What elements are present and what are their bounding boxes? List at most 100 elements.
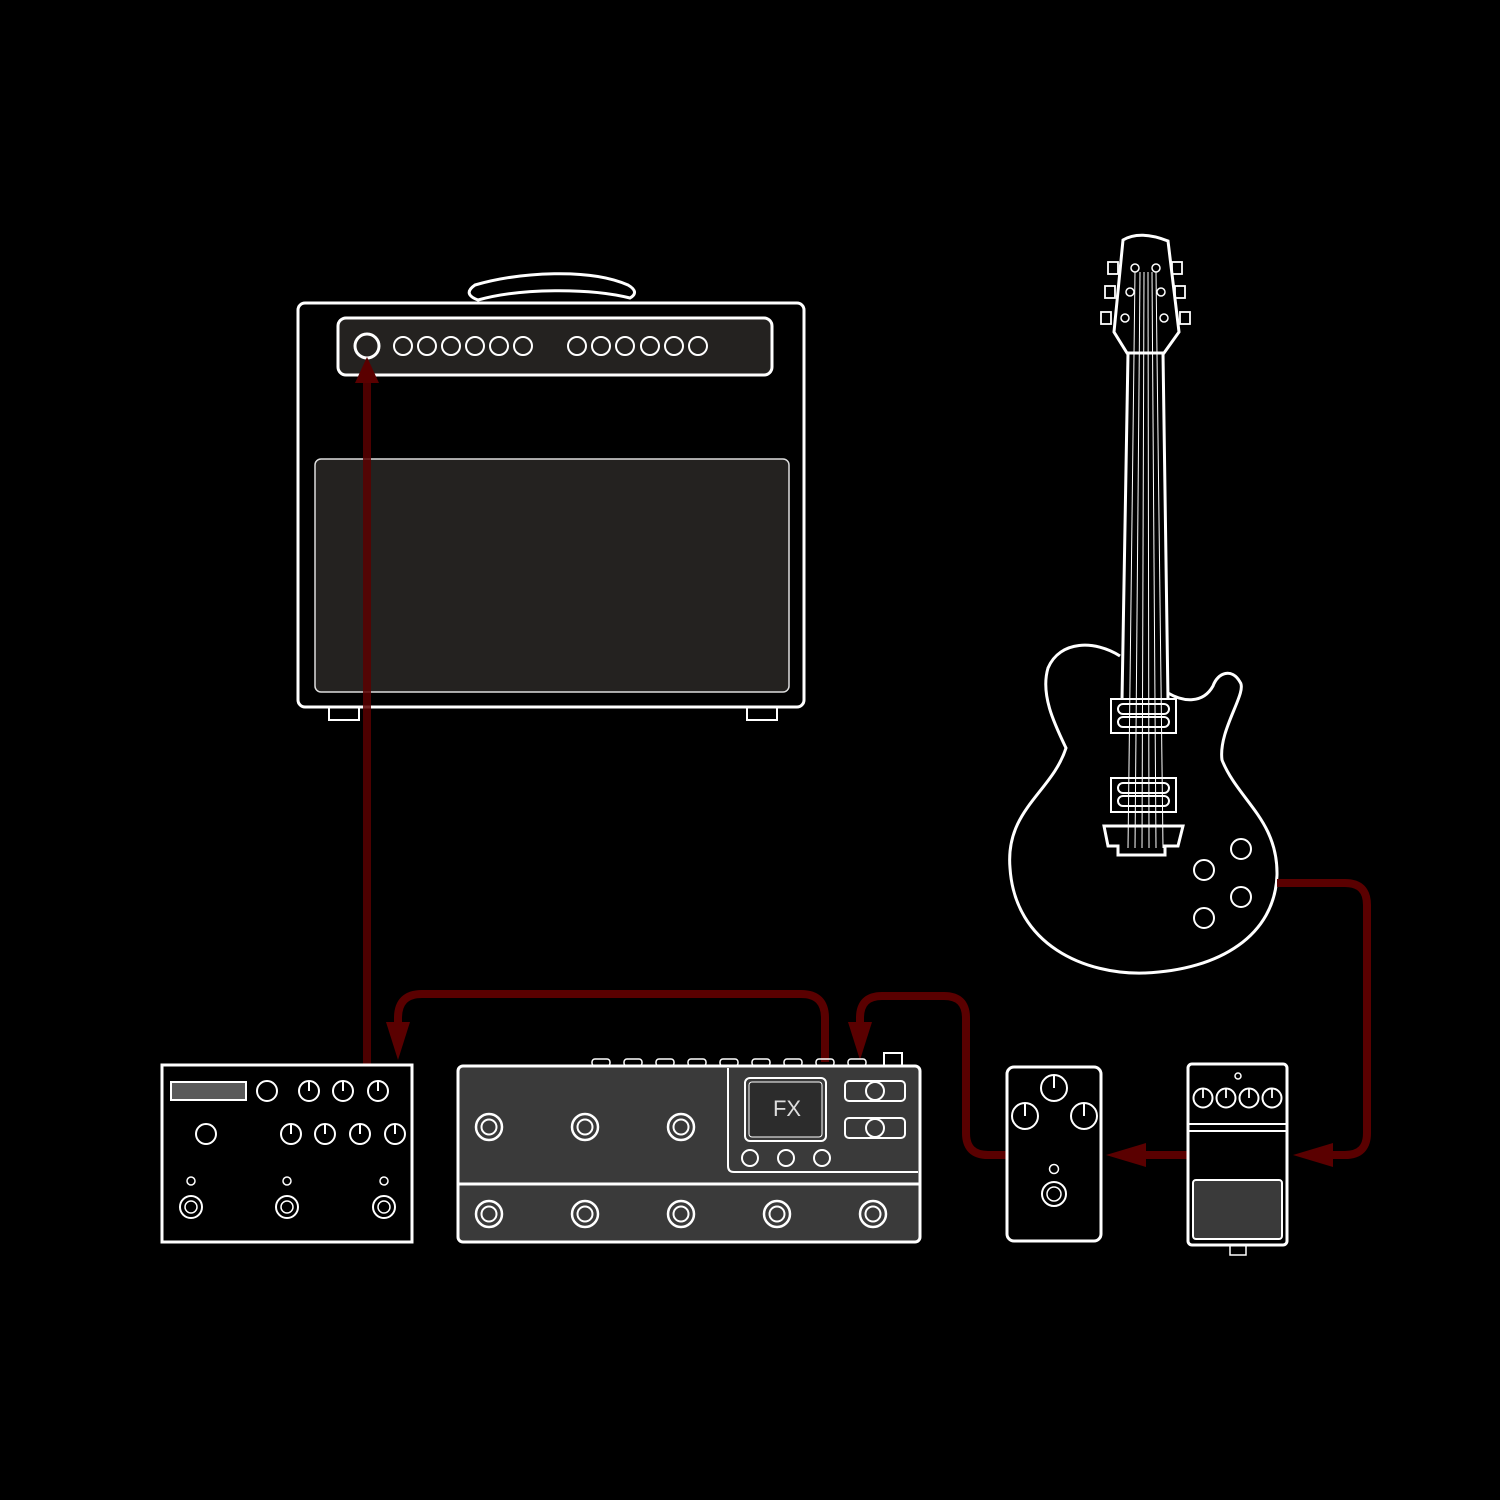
fx-footswitch[interactable] (474, 1199, 504, 1229)
tone-knob-1[interactable] (1230, 886, 1252, 908)
looper-footswitch[interactable] (179, 1195, 203, 1219)
guitar-string (1134, 271, 1141, 849)
amp-foot-left (328, 706, 360, 721)
overdrive-footswitch-pad[interactable] (1192, 1179, 1283, 1240)
fx-nav-button-3[interactable] (813, 1149, 831, 1167)
guitar-tuners (1100, 261, 1191, 325)
amp-knob[interactable] (591, 336, 611, 356)
guitar-string (1127, 271, 1136, 849)
looper-knob[interactable] (384, 1123, 406, 1145)
guitar-string (1147, 271, 1150, 849)
overdrive-led (1234, 1072, 1242, 1080)
fx-control-panel (727, 1068, 918, 1173)
fx-footswitch[interactable] (762, 1199, 792, 1229)
looper-footswitch[interactable] (372, 1195, 396, 1219)
fx-selector-2-knob[interactable] (865, 1118, 885, 1138)
tuner-peg[interactable] (1174, 285, 1186, 299)
amp-knob[interactable] (489, 336, 509, 356)
tone-knob-2[interactable] (1193, 907, 1215, 929)
guitar-headstock (1112, 233, 1181, 355)
fuzz-led (1048, 1163, 1060, 1175)
guitar-neck (1120, 352, 1170, 701)
tuner-peg[interactable] (1107, 261, 1119, 275)
fuzz-pedal (1005, 1065, 1103, 1243)
looper-footswitches (179, 1176, 396, 1219)
looper-display (170, 1081, 247, 1101)
amp-knob[interactable] (688, 336, 708, 356)
amp-foot-right (746, 706, 778, 721)
bridge-pickup-coil-top (1117, 782, 1170, 794)
amp-knob[interactable] (567, 336, 587, 356)
overdrive-knobs (1192, 1087, 1283, 1109)
fx-footswitch[interactable] (666, 1199, 696, 1229)
guitar-body (1008, 643, 1279, 975)
string-post (1159, 313, 1169, 323)
volume-knob-1[interactable] (1230, 838, 1252, 860)
fuzz-knob-left[interactable] (1011, 1102, 1039, 1130)
looper-knob[interactable] (280, 1123, 302, 1145)
overdrive-knob[interactable] (1215, 1087, 1237, 1109)
fx-selector-1-knob[interactable] (865, 1081, 885, 1101)
cable-fuzz-to-fx (856, 992, 1007, 1159)
neck-pickup-coil-top (1117, 703, 1170, 715)
fx-footswitch[interactable] (474, 1112, 504, 1142)
electric-guitar (1008, 233, 1279, 975)
arrow-into-amp (355, 357, 379, 383)
amp-knob[interactable] (417, 336, 437, 356)
overdrive-power-port (1229, 1244, 1247, 1256)
amp-knob[interactable] (441, 336, 461, 356)
guitar-tailpiece (1102, 824, 1185, 857)
looper-knob[interactable] (298, 1080, 320, 1102)
tuner-peg[interactable] (1100, 311, 1112, 325)
cables (363, 380, 1371, 1159)
arrow-into-fx-unit (848, 1022, 872, 1060)
fx-screen-bezel (744, 1077, 827, 1142)
amp-knob[interactable] (664, 336, 684, 356)
overdrive-knob[interactable] (1238, 1087, 1260, 1109)
looper-knob[interactable] (314, 1123, 336, 1145)
amp-knob[interactable] (640, 336, 660, 356)
fx-footswitch[interactable] (570, 1199, 600, 1229)
looper-small-knob[interactable] (195, 1123, 217, 1145)
looper-knobs (280, 1080, 406, 1145)
tuner-peg[interactable] (1179, 311, 1191, 325)
amplifier (296, 272, 806, 721)
amp-knob[interactable] (393, 336, 413, 356)
neck-pickup (1110, 698, 1177, 734)
looper-knob[interactable] (349, 1123, 371, 1145)
fx-footswitch[interactable] (570, 1112, 600, 1142)
fx-nav-button-1[interactable] (741, 1149, 759, 1167)
fx-footswitch[interactable] (858, 1199, 888, 1229)
guitar-string (1151, 271, 1157, 849)
overdrive-pedal (1186, 1062, 1289, 1256)
cable-fx-to-looper (394, 990, 829, 1062)
fuzz-knob-right[interactable] (1070, 1102, 1098, 1130)
amp-knob[interactable] (465, 336, 485, 356)
amp-knob[interactable] (513, 336, 533, 356)
looper-knob[interactable] (332, 1080, 354, 1102)
looper-switcher (160, 1063, 414, 1244)
overdrive-knob[interactable] (1261, 1087, 1283, 1109)
fuzz-enclosure (1005, 1065, 1103, 1243)
volume-knob-2[interactable] (1193, 859, 1215, 881)
arrow-into-looper (386, 1022, 410, 1060)
overdrive-knob[interactable] (1192, 1087, 1214, 1109)
looper-led (186, 1176, 196, 1186)
amp-speaker-grille (314, 458, 790, 693)
amp-knobs (393, 336, 708, 356)
guitar-string (1141, 271, 1145, 849)
tuner-peg[interactable] (1171, 261, 1183, 275)
looper-footswitch[interactable] (275, 1195, 299, 1219)
arrow-into-fuzz (1106, 1143, 1146, 1167)
fuzz-knob-center[interactable] (1040, 1074, 1068, 1102)
tuner-peg[interactable] (1104, 285, 1116, 299)
fx-nav-button-2[interactable] (777, 1149, 795, 1167)
fx-power-port (883, 1052, 903, 1067)
amp-knob[interactable] (615, 336, 635, 356)
fuzz-footswitch-inner (1046, 1186, 1062, 1202)
fuzz-footswitch[interactable] (1041, 1181, 1067, 1207)
looper-encoder[interactable] (256, 1080, 278, 1102)
fx-footswitch[interactable] (666, 1112, 696, 1142)
looper-knob[interactable] (367, 1080, 389, 1102)
